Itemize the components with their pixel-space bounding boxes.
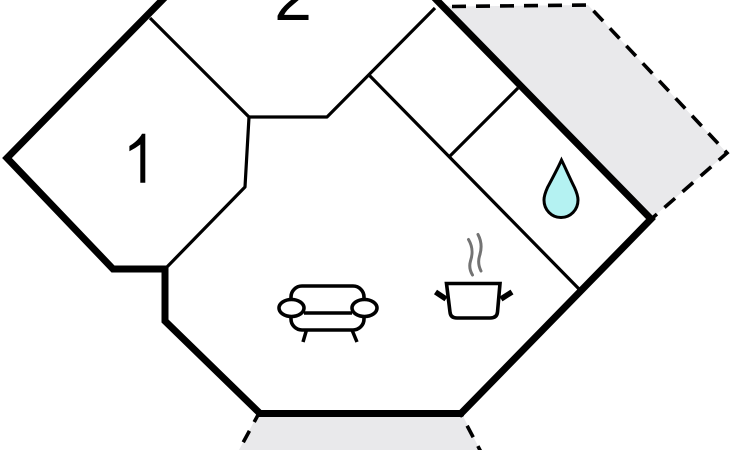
svg-text:2: 2 xyxy=(274,0,312,35)
